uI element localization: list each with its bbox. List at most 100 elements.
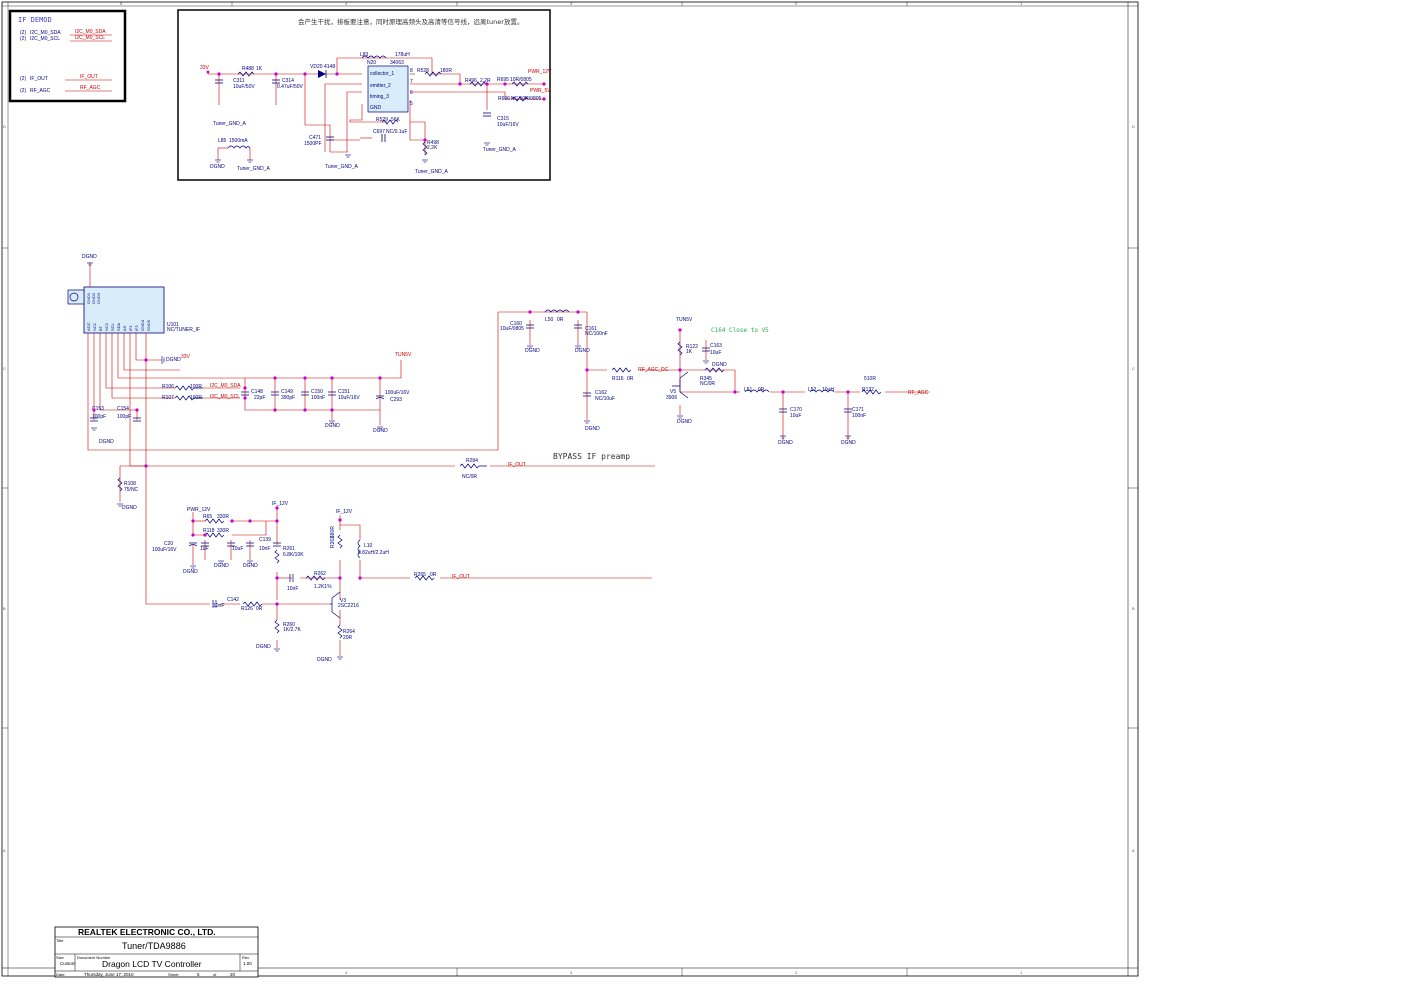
svg-text:C150: C150 xyxy=(311,389,323,395)
psu-junctions xyxy=(206,70,546,142)
inductor-l83-ref: L83 xyxy=(360,52,369,58)
gnd-tuner-a-5: Tuner_GND_A xyxy=(237,166,271,172)
zone-col-top-2: 2 xyxy=(795,1,798,6)
svg-text:10nF: 10nF xyxy=(213,603,224,609)
mid-wires xyxy=(87,262,930,605)
svg-text:DGND: DGND xyxy=(214,563,229,569)
svg-text:GND4: GND4 xyxy=(140,319,145,331)
svg-text:0.82uH/2.2uH: 0.82uH/2.2uH xyxy=(358,550,389,556)
resistor-r488 xyxy=(237,71,255,77)
inductor-l83 xyxy=(361,55,387,59)
title-block-of-label: of xyxy=(213,972,217,977)
inductor-l85 xyxy=(227,145,251,149)
svg-text:L10: L10 xyxy=(364,543,373,549)
gnd-tuner-a-3: Tuner_GND_A xyxy=(415,169,449,175)
capacitor-c471-ref: C471 xyxy=(309,135,321,141)
gnd-tuner-a-1: Tuner_GND_A xyxy=(213,121,247,127)
net-33v-psu: 33V xyxy=(200,65,210,71)
svg-text:IF_OUT: IF_OUT xyxy=(30,76,48,82)
capacitor-c315-value: 10uF/16V xyxy=(497,122,519,128)
svg-text:2SC2216: 2SC2216 xyxy=(338,603,359,609)
resistor-r529 xyxy=(381,119,399,125)
svg-text:TUN5V: TUN5V xyxy=(676,317,693,323)
svg-text:GND2: GND2 xyxy=(91,292,96,304)
svg-text:IF_OUT: IF_OUT xyxy=(508,462,526,468)
svg-text:6.8K/10K: 6.8K/10K xyxy=(283,552,304,558)
svg-text:R263: R263 xyxy=(330,536,336,548)
title-block: REALTEK ELECTRONIC CO., LTD. Title Tuner… xyxy=(54,926,259,978)
svg-text:0R: 0R xyxy=(557,317,564,323)
resistor-r696-value: NC/10R/0805 xyxy=(511,96,542,102)
svg-text:IF1: IF1 xyxy=(128,324,133,331)
if-demod-title: IF DEMOD xyxy=(18,16,52,24)
capacitor-c311-ref: C311 xyxy=(233,78,245,84)
amp-ground-symbols xyxy=(190,560,343,660)
capacitor-c471 xyxy=(326,136,334,141)
resistor-r528 xyxy=(424,71,442,77)
title-block-size-label: Size xyxy=(56,955,65,960)
svg-text:L52: L52 xyxy=(808,387,817,393)
svg-text:75/NC: 75/NC xyxy=(124,487,139,493)
title-block-document: Dragon LCD TV Controller xyxy=(102,959,202,969)
svg-text:RF_AGC_DC: RF_AGC_DC xyxy=(638,367,669,373)
capacitor-c314-value: 0.47uF/50V xyxy=(277,84,304,90)
svg-text:(2): (2) xyxy=(20,76,26,82)
mid-ground-symbols xyxy=(87,262,851,507)
sheet-frame xyxy=(1,1,1139,977)
tuner-pins-top: GND1 GND2 GND3 xyxy=(86,292,101,304)
svg-text:C139: C139 xyxy=(259,537,271,543)
svg-text:RF_AGC: RF_AGC xyxy=(30,88,51,94)
svg-text:10uF: 10uF xyxy=(232,546,243,552)
svg-text:AGC: AGC xyxy=(86,322,91,331)
svg-text:10nF: 10nF xyxy=(259,546,270,552)
svg-text:DGND: DGND xyxy=(712,362,727,368)
capacitor-c315-ref: C315 xyxy=(497,116,509,122)
svg-text:R107: R107 xyxy=(162,395,174,401)
svg-text:DGND: DGND xyxy=(256,644,271,650)
svg-text:I2C_M0_SDA: I2C_M0_SDA xyxy=(30,30,61,36)
svg-text:10uF/16V: 10uF/16V xyxy=(338,395,360,401)
svg-text:I2C_M0_SDA: I2C_M0_SDA xyxy=(75,29,106,35)
svg-text:R122: R122 xyxy=(686,344,698,350)
svg-text:1K/2.7K: 1K/2.7K xyxy=(283,627,301,633)
capacitor-c697-value: NC/0.1uF xyxy=(386,129,407,135)
bypass-note: BYPASS IF preamp xyxy=(553,452,630,461)
svg-text:R116: R116 xyxy=(612,376,624,382)
svg-text:100uF/16V: 100uF/16V xyxy=(152,547,177,553)
svg-text:C153: C153 xyxy=(92,406,104,412)
zone-ticks xyxy=(2,2,1138,976)
svg-text:DGND: DGND xyxy=(841,440,856,446)
title-block-title: Tuner/TDA9886 xyxy=(122,941,186,951)
svg-text:NC/100nF: NC/100nF xyxy=(585,331,608,337)
title-block-docnum-label: Document Number xyxy=(77,955,111,960)
zone-col-top-3: 3 xyxy=(570,1,573,6)
svg-text:100R: 100R xyxy=(190,395,202,401)
title-block-title-label: Title xyxy=(56,938,64,943)
zone-row-left-a: A xyxy=(3,848,6,853)
svg-text:100R: 100R xyxy=(190,384,202,390)
svg-text:GND1: GND1 xyxy=(86,292,91,304)
resistor-r696 xyxy=(511,96,529,102)
resistor-r695-ref: R695 xyxy=(497,77,509,83)
svg-text:DGND: DGND xyxy=(122,505,137,511)
title-block-rev: 1.00 xyxy=(243,961,252,966)
resistor-r528-ref: R528 xyxy=(417,68,429,74)
svg-text:680R: 680R xyxy=(330,526,336,538)
ic-n20-pin8: 8 xyxy=(410,68,413,74)
svg-text:R126: R126 xyxy=(241,606,253,612)
svg-text:(2): (2) xyxy=(20,88,26,94)
tuner-dgnd: DGND xyxy=(82,254,97,260)
title-block-date: Thursday, June 17, 2010 xyxy=(84,972,134,977)
resistor-r496-ref: R496 xyxy=(465,78,477,84)
demod-row-ifout: (2) IF_OUT IF_OUT xyxy=(20,74,112,82)
resistor-r496-value: 2.2R xyxy=(480,78,491,84)
resistor-r528-value: 180R xyxy=(440,68,452,74)
svg-text:SDA: SDA xyxy=(116,322,121,331)
ic-n20-pin1: collector_1 xyxy=(370,71,394,77)
zone-col-bottom-4: 4 xyxy=(345,970,348,975)
capacitor-c315 xyxy=(483,112,491,117)
zone-col-bottom-3: 3 xyxy=(570,970,573,975)
svg-text:C151: C151 xyxy=(338,389,350,395)
